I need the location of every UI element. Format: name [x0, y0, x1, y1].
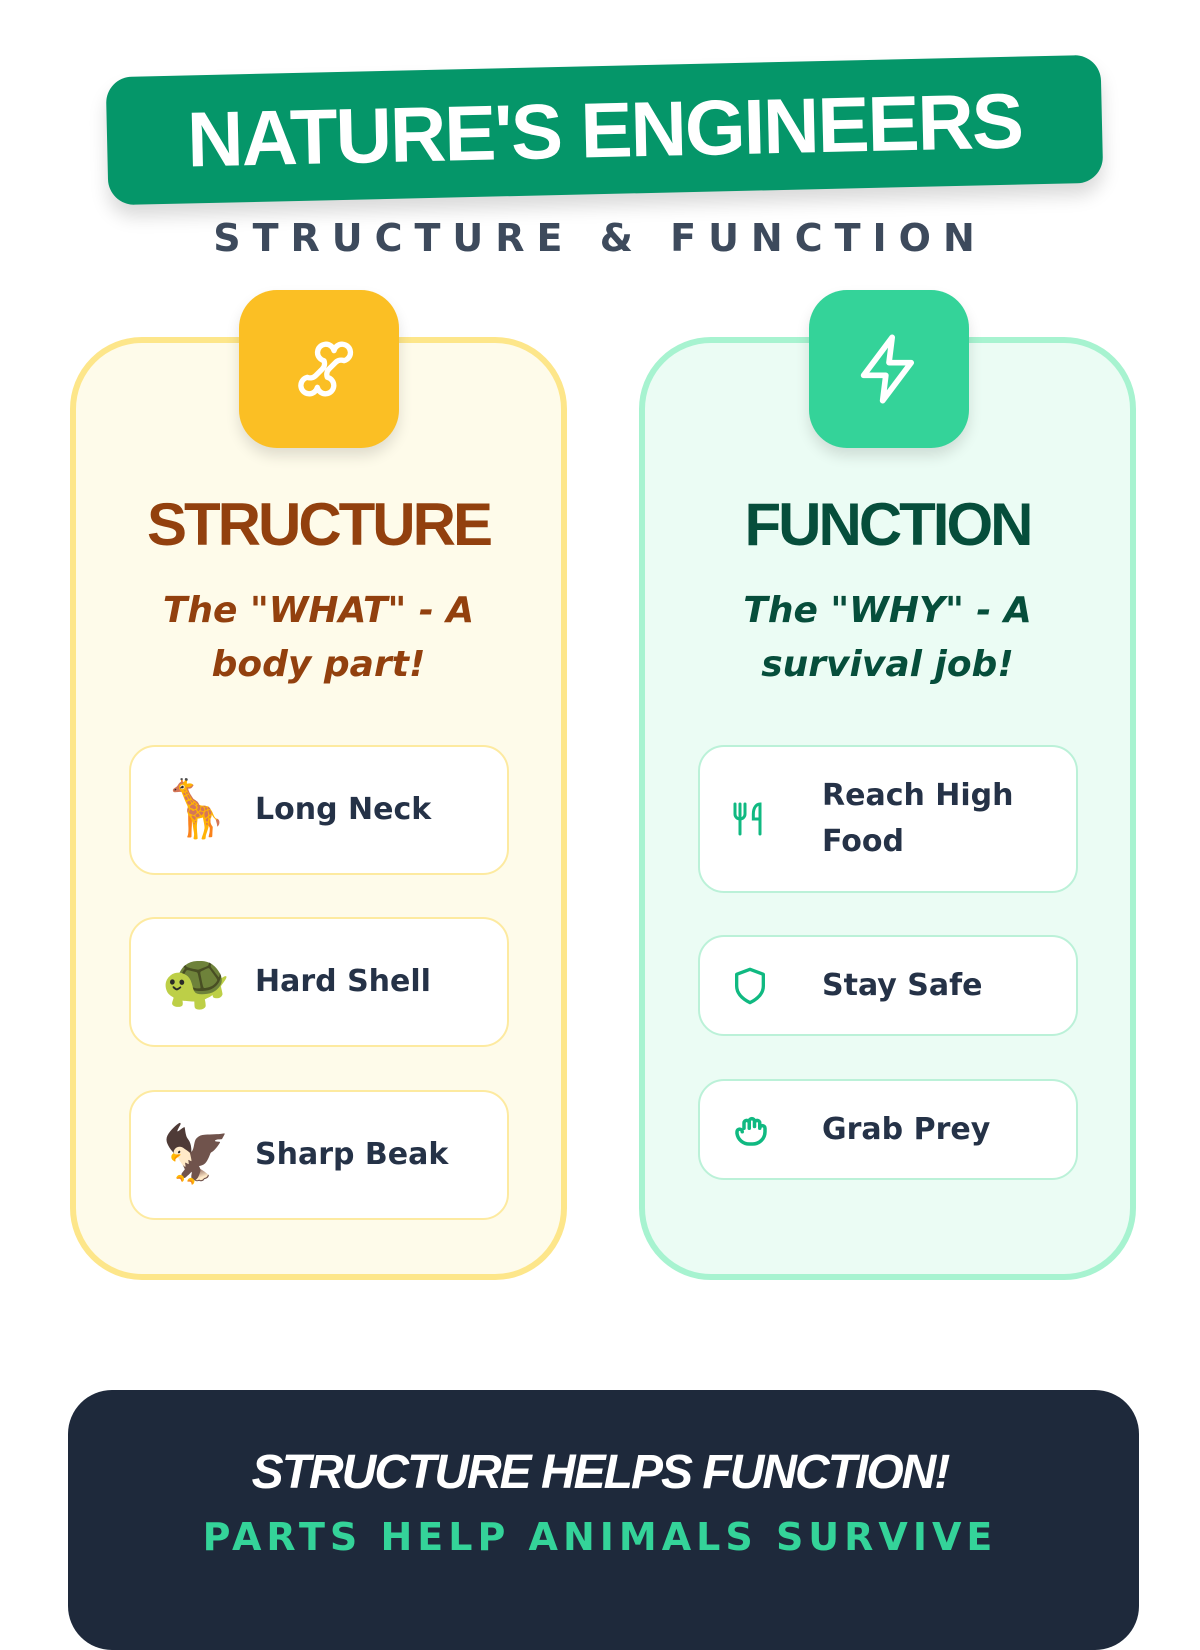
item-label: Stay Safe	[822, 967, 983, 1003]
structure-heading: STRUCTURE	[147, 491, 493, 558]
function-item-stay-safe: Stay Safe	[698, 935, 1078, 1036]
structure-item-sharp-beak: 🦅 Sharp Beak	[129, 1090, 509, 1220]
item-label: Hard Shell	[255, 964, 431, 999]
item-label: Sharp Beak	[255, 1137, 449, 1172]
page-title: NATURE'S ENGINEERS	[186, 76, 1023, 183]
shield-icon	[730, 966, 794, 1006]
item-label: Long Neck	[255, 792, 432, 827]
title-banner: NATURE'S ENGINEERS	[105, 54, 1104, 206]
item-label: Reach High Food	[822, 778, 1014, 859]
bone-icon	[239, 290, 399, 448]
summary-headline: STRUCTURE HELPS FUNCTION!	[251, 1446, 951, 1499]
page-subtitle: STRUCTURE & FUNCTION	[213, 216, 987, 260]
structure-item-hard-shell: 🐢 Hard Shell	[129, 917, 509, 1047]
grab-hand-icon	[730, 1109, 794, 1151]
lightning-icon	[809, 290, 969, 448]
function-item-grab-prey: Grab Prey	[698, 1079, 1078, 1180]
utensils-icon	[730, 799, 794, 839]
function-heading: FUNCTION	[744, 491, 1034, 558]
turtle-icon: 🐢	[161, 949, 231, 1014]
giraffe-icon: 🦒	[161, 777, 231, 842]
item-label: Grab Prey	[822, 1111, 991, 1147]
structure-item-long-neck: 🦒 Long Neck	[129, 745, 509, 875]
eagle-icon: 🦅	[161, 1122, 231, 1187]
function-item-reach-high-food: Reach High Food	[698, 745, 1078, 893]
summary-subline: PARTS HELP ANIMALS SURVIVE	[202, 1515, 998, 1559]
function-tagline: The "WHY" - A survival job!	[743, 590, 1032, 685]
structure-tagline: The "WHAT" - A body part!	[162, 590, 475, 685]
